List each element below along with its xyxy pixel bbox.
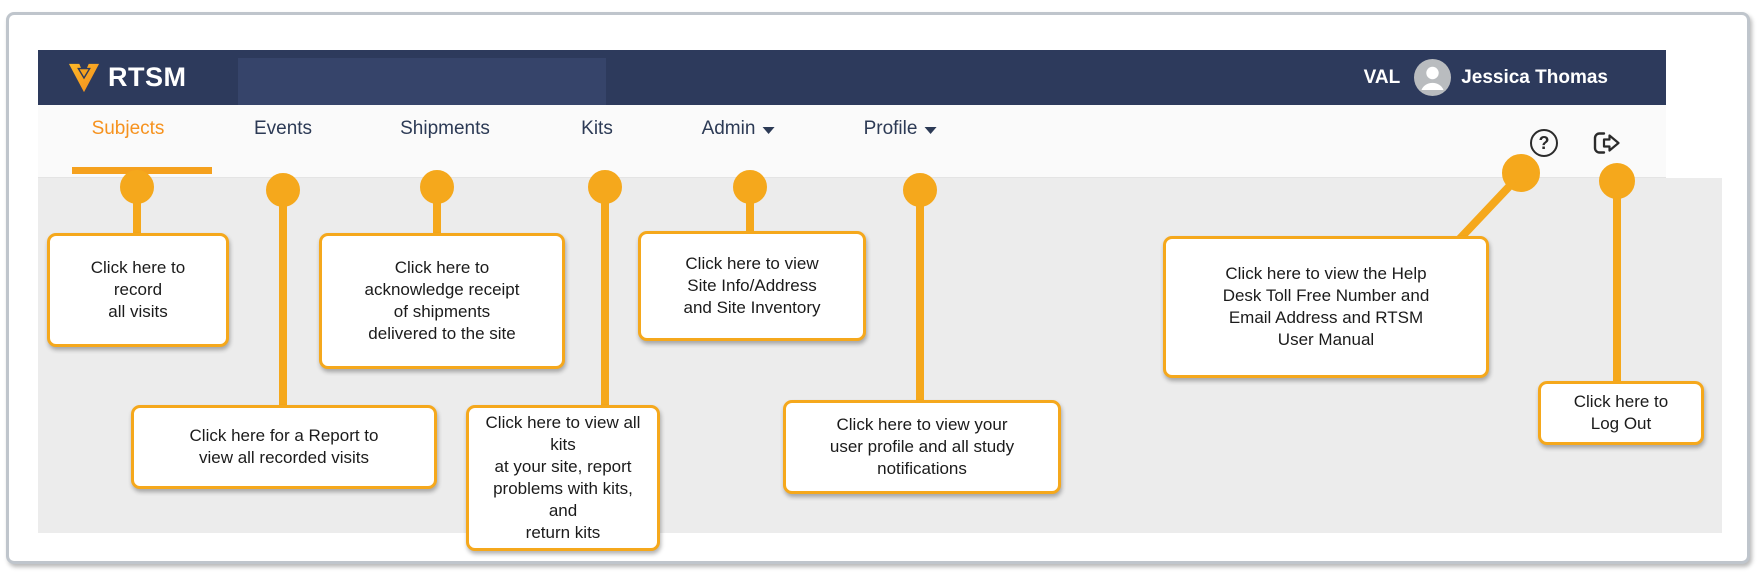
header-highlight xyxy=(238,58,606,105)
tab-events[interactable]: Events xyxy=(254,118,312,140)
callout-events: Click here for a Report to view all reco… xyxy=(131,405,437,489)
logout-icon[interactable] xyxy=(1592,129,1622,157)
tab-admin[interactable]: Admin xyxy=(702,118,775,140)
app-title: RTSM xyxy=(108,62,187,92)
user-avatar-icon xyxy=(1414,59,1452,96)
callout-subjects-text: Click here to record all visits xyxy=(90,257,186,322)
rtsm-v-logo-icon xyxy=(68,63,100,92)
logout-glyph xyxy=(1593,132,1620,154)
callout-admin: Click here to view Site Info/Address and… xyxy=(638,231,866,341)
callout-kits: Click here to view all kits at your site… xyxy=(466,405,660,551)
tab-subjects-label: Subjects xyxy=(91,118,165,139)
callout-profile: Click here to view your user profile and… xyxy=(783,400,1061,494)
callout-logout-text: Click here to Log Out xyxy=(1573,391,1669,433)
tab-profile[interactable]: Profile xyxy=(864,118,937,140)
chevron-down-icon xyxy=(762,127,775,134)
tab-profile-label: Profile xyxy=(863,118,918,139)
help-glyph: ? xyxy=(1538,132,1550,153)
main-nav: Subjects Events Shipments Kits Admin Pro… xyxy=(38,105,1666,178)
callout-events-text: Click here for a Report to view all reco… xyxy=(189,425,379,467)
tab-events-label: Events xyxy=(253,118,313,139)
active-tab-indicator xyxy=(72,167,212,174)
tab-shipments-label: Shipments xyxy=(400,118,490,139)
app-header: RTSM VAL Jessica Thomas xyxy=(38,50,1666,105)
tab-admin-label: Admin xyxy=(701,118,756,139)
header-right: VAL Jessica Thomas xyxy=(1364,50,1608,105)
callout-subjects: Click here to record all visits xyxy=(47,233,229,347)
tab-kits-label: Kits xyxy=(581,118,613,139)
help-icon[interactable]: ? xyxy=(1530,129,1558,157)
tab-subjects[interactable]: Subjects xyxy=(92,118,165,140)
callout-help: Click here to view the Help Desk Toll Fr… xyxy=(1163,236,1489,378)
callout-shipments-text: Click here to acknowledge receipt of shi… xyxy=(364,257,520,344)
brand: RTSM xyxy=(68,50,187,105)
environment-badge: VAL xyxy=(1363,66,1401,88)
callout-shipments: Click here to acknowledge receipt of shi… xyxy=(319,233,565,369)
tab-shipments[interactable]: Shipments xyxy=(400,118,490,140)
user-name: Jessica Thomas xyxy=(1461,66,1608,88)
chevron-down-icon xyxy=(924,127,937,134)
user-menu[interactable]: Jessica Thomas xyxy=(1414,59,1608,96)
callout-profile-text: Click here to view your user profile and… xyxy=(829,414,1015,479)
callout-help-text: Click here to view the Help Desk Toll Fr… xyxy=(1222,263,1430,350)
tab-kits[interactable]: Kits xyxy=(581,118,613,140)
callout-logout: Click here to Log Out xyxy=(1538,381,1704,445)
callout-admin-text: Click here to view Site Info/Address and… xyxy=(683,253,821,318)
callout-kits-text: Click here to view all kits at your site… xyxy=(485,412,641,543)
